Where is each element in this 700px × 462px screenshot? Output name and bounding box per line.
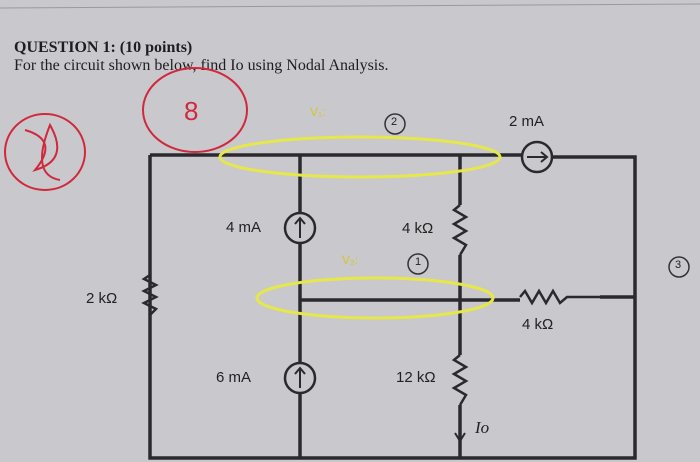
annotation-node-2: 2 bbox=[391, 116, 398, 128]
label-4k-right: 4 kΩ bbox=[522, 316, 554, 333]
resistors bbox=[141, 204, 600, 406]
resistor-12k bbox=[451, 354, 469, 406]
resistor-2k bbox=[141, 273, 159, 316]
annotation-score: 8 bbox=[184, 96, 199, 126]
handwritten-annotations bbox=[4, 67, 690, 320]
resistor-4k-right bbox=[519, 288, 600, 306]
label-4k-upper: 4 kΩ bbox=[402, 220, 434, 237]
label-io: Io bbox=[475, 418, 490, 437]
label-6ma: 6 mA bbox=[216, 369, 252, 386]
question-title: QUESTION 1: (10 points) bbox=[14, 39, 193, 56]
wires bbox=[148, 153, 637, 460]
annotation-node-3: 3 bbox=[675, 259, 682, 271]
question-text: For the circuit shown below, find Io usi… bbox=[14, 57, 389, 74]
label-2k: 2 kΩ bbox=[86, 290, 118, 307]
annotation-v1: V₁: bbox=[310, 105, 326, 119]
label-2ma: 2 mA bbox=[509, 113, 545, 130]
annotation-node-1: 1 bbox=[415, 256, 422, 268]
resistor-4k-upper bbox=[451, 204, 469, 256]
label-12k: 12 kΩ bbox=[396, 369, 436, 386]
label-4ma: 4 mA bbox=[226, 219, 262, 236]
annotation-v2: V₂: bbox=[342, 253, 358, 267]
arrow-icons bbox=[294, 151, 549, 443]
